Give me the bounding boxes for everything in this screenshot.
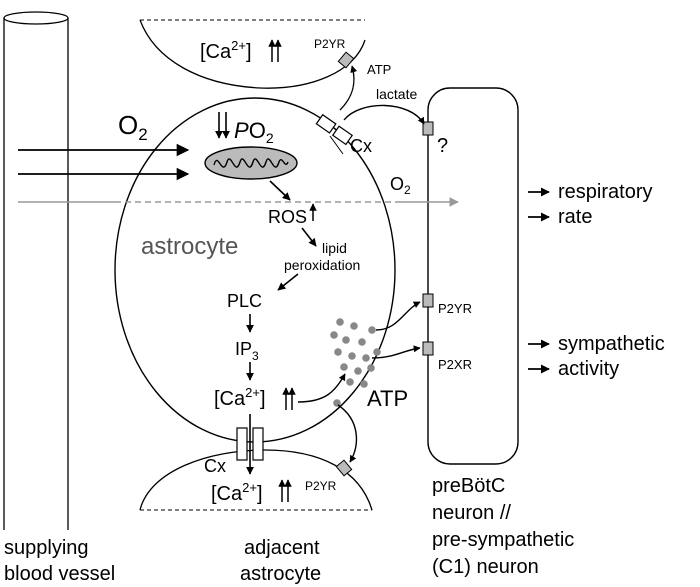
- respiratory-label: respiratory: [558, 181, 652, 203]
- top-connexin-channel: [315, 113, 354, 146]
- sympathetic-output-arrows: [528, 339, 550, 374]
- neuron-cell: [427, 87, 519, 465]
- atp-vesicles: [330, 318, 381, 407]
- bottom-connexin-channel: [236, 427, 264, 461]
- ca-bottom-up-arrows: [278, 479, 292, 502]
- ca-mid-label: [Ca2+]: [214, 385, 266, 410]
- vessel-caption-line2: blood vessel: [4, 563, 115, 585]
- arrow-atp-to-p2yr: [375, 301, 421, 331]
- po2-decrease-arrows: [215, 112, 230, 139]
- p2yr-bottom-label: P2YR: [305, 479, 337, 493]
- ca-mid-up-arrows: [282, 387, 296, 410]
- p2yr-top-label: P2YR: [314, 37, 346, 51]
- adjacent-caption-line2: astrocyte: [240, 563, 321, 585]
- arrow-mito-to-ros: [269, 180, 291, 201]
- o2-vessel-label: O2: [118, 110, 148, 144]
- cx-top-line: [329, 135, 344, 155]
- bottom-adjacent-astrocyte: [139, 449, 373, 511]
- o2-neuron-label: O2: [390, 174, 411, 197]
- ca-bottom-label: [Ca2+]: [211, 480, 263, 505]
- ip3-label: IP3: [235, 339, 259, 363]
- arrow-ros-to-lipid: [301, 227, 317, 247]
- cx-bottom-label: Cx: [204, 456, 226, 476]
- oxygen-supply-arrows: [18, 143, 190, 181]
- peroxidation-label: peroxidation: [284, 257, 360, 273]
- atp-small-label: ATP: [367, 62, 391, 77]
- arrow-lactate: [343, 104, 425, 125]
- respiratory-output-arrows: [528, 187, 550, 222]
- lipid-label: lipid: [322, 240, 347, 256]
- arrow-atp-to-top-astrocyte: [339, 65, 358, 111]
- cx-top-label: Cx: [350, 136, 372, 156]
- arrow-atp-to-p2xr: [371, 345, 421, 359]
- sympathetic-label: sympathetic: [558, 333, 665, 355]
- rate-label: rate: [558, 206, 592, 228]
- activity-label: activity: [558, 358, 619, 380]
- bottom-receptor-p2yr: [335, 459, 353, 477]
- ros-label: ROS: [268, 207, 307, 227]
- lactate-label: lactate: [376, 86, 417, 102]
- ca-top-up-arrows: [268, 39, 282, 62]
- neuron-caption-line4: (C1) neuron: [432, 556, 539, 578]
- top-receptor-p2yr: [337, 51, 355, 69]
- vessel-caption-line1: supplying: [4, 537, 89, 559]
- neuron-caption-line2: neuron //: [432, 502, 511, 524]
- neuron-receptor-p2yr: [422, 293, 434, 308]
- astrocyte-label: astrocyte: [141, 233, 238, 260]
- blood-vessel: [3, 11, 69, 530]
- po2-label: PO2: [234, 118, 274, 146]
- neuron-receptor-question: [422, 121, 434, 136]
- atp-label: ATP: [367, 386, 408, 411]
- question-label: ?: [437, 135, 448, 157]
- plc-label: PLC: [227, 291, 262, 311]
- p2xr-neuron-label: P2XR: [438, 357, 472, 372]
- neuron-receptor-p2xr: [422, 341, 434, 356]
- arrow-atp-to-bottom-astrocyte: [337, 404, 358, 463]
- arrow-ca-to-vesicles: [297, 373, 346, 403]
- mitochondrion-icon: [204, 146, 298, 180]
- arrow-lipid-to-plc: [277, 273, 299, 291]
- ca-top-label: [Ca2+]: [200, 38, 252, 63]
- neuron-caption-line3: pre-sympathetic: [432, 529, 574, 551]
- adjacent-caption-line1: adjacent: [244, 537, 320, 559]
- neuron-caption-line1: preBötC: [432, 475, 505, 497]
- top-adjacent-astrocyte: [139, 19, 366, 89]
- p2yr-neuron-label: P2YR: [438, 301, 472, 316]
